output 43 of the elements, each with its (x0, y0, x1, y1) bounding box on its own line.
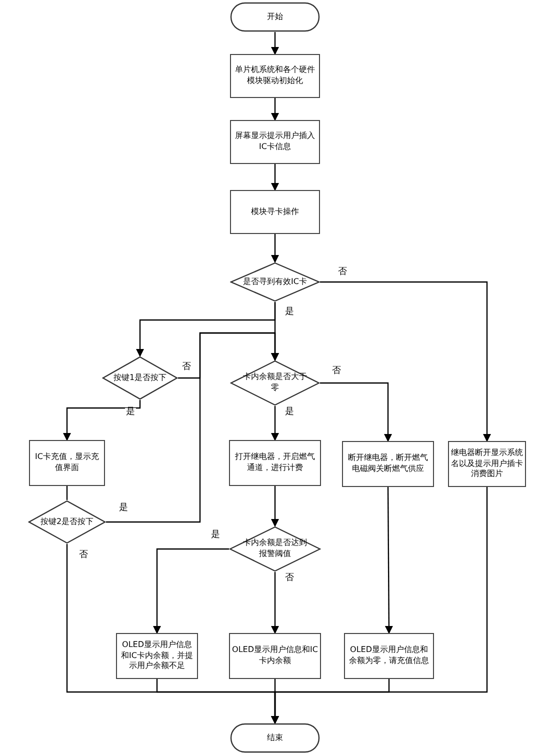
arrow (320, 281, 491, 442)
arrow (271, 406, 279, 441)
arrow (136, 302, 276, 357)
decision-diamond: 按键2是否按下 (28, 500, 106, 544)
process-box: OLED显示用户信息和IC卡内余额，并提示用户余额不足 (116, 633, 198, 679)
arrow (271, 234, 279, 263)
arrow (63, 400, 141, 441)
edge-label: 否 (78, 551, 89, 561)
arrow (271, 572, 279, 634)
arrow (271, 164, 279, 191)
arrow (66, 544, 279, 724)
arrow (106, 332, 279, 523)
arrow (271, 98, 279, 121)
decision-diamond: 卡内余额是否达到报警阈值 (229, 526, 321, 572)
terminal-shape: 结束 (230, 723, 320, 753)
process-box: 屏幕显示提示用户插入IC卡信息 (230, 120, 320, 164)
edge-label: 是 (284, 308, 295, 318)
decision-diamond: 卡内余额是否大于零 (230, 360, 320, 406)
edge-label: 否 (181, 363, 192, 373)
arrow (320, 382, 392, 442)
edge-label: 否 (337, 268, 348, 278)
process-box: IC卡充值，显示充值界面 (29, 440, 105, 486)
arrow (384, 487, 393, 634)
decision-diamond: 是否寻到有效IC卡 (230, 262, 320, 302)
edge-label: 否 (331, 367, 342, 377)
decision-diamond: 按键1是否按下 (102, 356, 178, 400)
arrow (271, 32, 279, 55)
process-box: 单片机系统和各个硬件模块驱动初始化 (230, 54, 320, 98)
edge-label: 是 (125, 408, 136, 418)
process-box: 继电器断开显示系统名以及提示用户插卡消费图片 (448, 441, 526, 487)
arrow (153, 548, 229, 634)
edge-label: 否 (284, 574, 295, 584)
terminal-shape: 开始 (230, 2, 320, 32)
edge-label: 是 (284, 408, 295, 418)
process-box: 模块寻卡操作 (230, 190, 320, 234)
process-box: OLED显示用户信息和IC卡内余额 (229, 633, 321, 679)
arrow (271, 486, 279, 527)
connector-line (66, 486, 68, 500)
edge-label: 是 (118, 504, 129, 514)
process-box: OLED显示用户信息和余额为零，请充值信息 (344, 633, 434, 679)
process-box: 断开继电器，断开燃气电磁阀关断燃气供应 (342, 441, 434, 487)
edge-label: 是 (210, 531, 221, 541)
process-box: 打开继电器，开启燃气通道，进行计费 (229, 440, 321, 486)
